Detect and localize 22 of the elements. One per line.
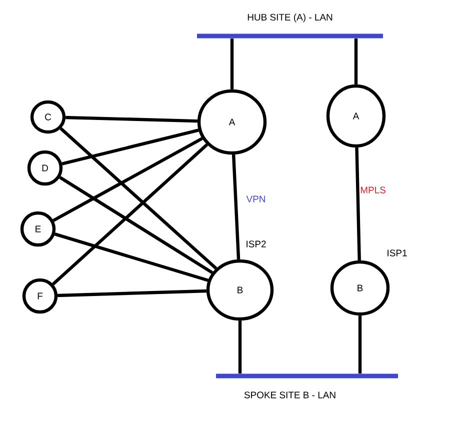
connector-line bbox=[232, 154, 240, 260]
edge-label: VPN bbox=[246, 196, 265, 202]
connector-line bbox=[60, 127, 218, 270]
node-label: SPOKE SITE B - LAN bbox=[244, 392, 336, 398]
edge-label: MPLS bbox=[360, 186, 386, 194]
lan-bar: HUB SITE (A) - LAN bbox=[197, 14, 383, 38]
node-label: HUB SITE (A) - LAN bbox=[248, 14, 332, 22]
node-caption: ISP2 bbox=[246, 240, 266, 248]
connector-line bbox=[59, 176, 214, 274]
node-caption: ISP1 bbox=[388, 250, 407, 256]
connector-line bbox=[354, 38, 358, 84]
connector-line bbox=[230, 38, 234, 90]
connector-line bbox=[355, 148, 361, 260]
connector-line bbox=[58, 289, 206, 298]
connector-line bbox=[52, 137, 203, 222]
lan-bar: SPOKE SITE B - LAN bbox=[216, 374, 398, 398]
connector-line bbox=[52, 143, 208, 286]
connector-line bbox=[62, 128, 199, 166]
connector-line bbox=[358, 316, 362, 374]
connector-line bbox=[66, 116, 198, 123]
connector-line bbox=[54, 232, 209, 282]
connector-line bbox=[238, 320, 242, 374]
